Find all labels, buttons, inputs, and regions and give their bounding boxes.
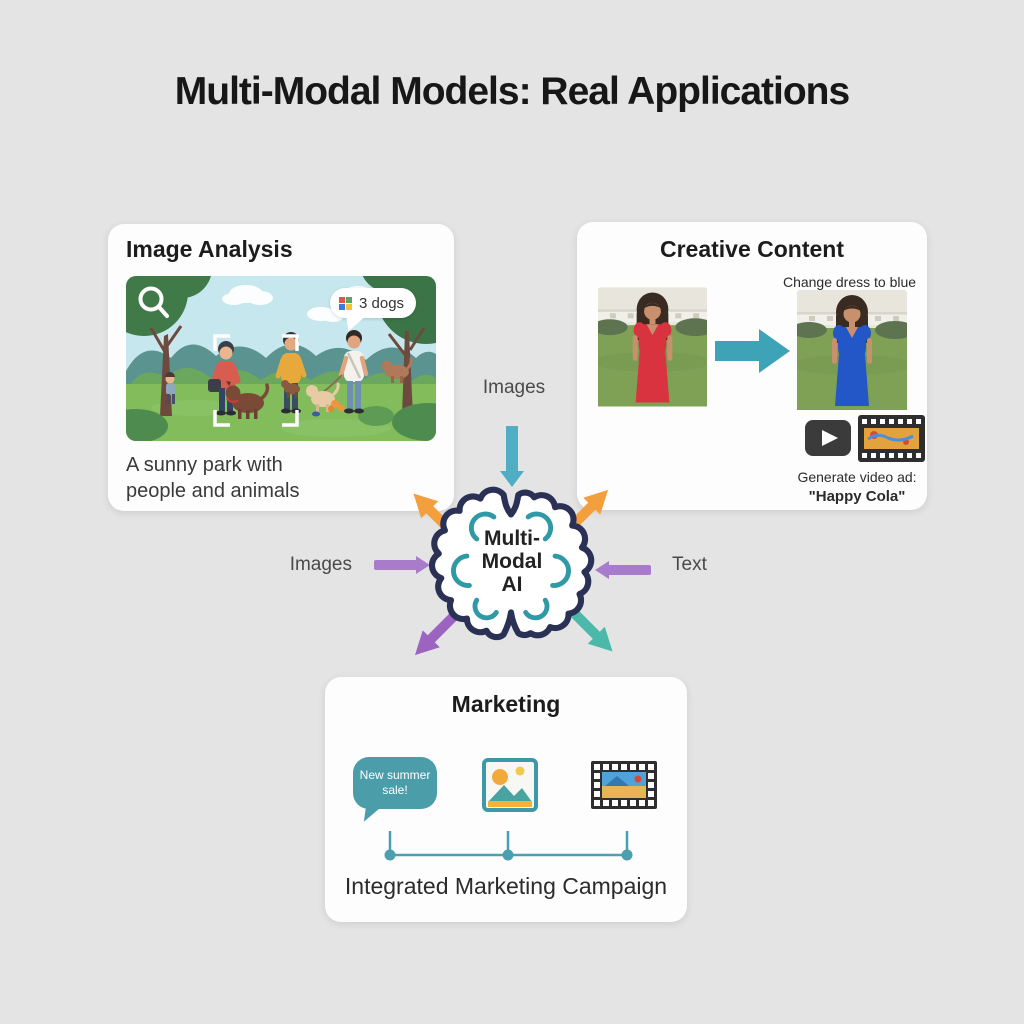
play-icon — [805, 420, 851, 461]
arrow-down-right-icon — [560, 602, 623, 665]
photo-woman-red-dress — [598, 287, 707, 412]
image-frame-icon — [482, 758, 538, 817]
detection-badge-label: 3 dogs — [359, 294, 405, 312]
photo-woman-blue-dress — [797, 290, 907, 415]
speech-bubble-icon: New summer sale! — [353, 757, 437, 809]
hub-label: Multi- Modal AI — [481, 527, 543, 596]
marketing-title: Marketing — [451, 691, 561, 717]
marketing-caption: Integrated Marketing Campaign — [344, 873, 668, 899]
card-marketing: Marketing New summer sale! — [325, 677, 687, 922]
edit-prompt-label: Change dress to blue — [782, 274, 917, 290]
timeline — [384, 831, 633, 861]
arrow-down-left-icon — [402, 602, 465, 665]
arrow-down-icon — [499, 426, 525, 493]
flow-label-text-right: Text — [672, 554, 707, 575]
card-creative-content: Creative Content Change dress to blue — [577, 222, 927, 510]
magnifier-icon — [138, 286, 169, 318]
color-grid-icon — [339, 296, 352, 310]
arrow-right-icon — [374, 556, 430, 579]
card-image-analysis: Image Analysis — [108, 224, 454, 511]
detection-badge: 3 dogs — [330, 288, 417, 318]
speech-bubble-tail — [363, 803, 383, 825]
flow-label-images-left: Images — [289, 554, 352, 575]
generate-video-caption: Generate video ad: "Happy Cola" — [797, 469, 917, 505]
image-analysis-title: Image Analysis — [126, 236, 293, 262]
film-strip-icon — [858, 415, 925, 467]
transform-arrow-icon — [715, 328, 791, 379]
focus-brackets — [213, 334, 299, 427]
brain-icon — [428, 486, 595, 641]
image-analysis-caption: A sunny park with people and animals — [126, 454, 300, 502]
film-strip-icon — [591, 761, 657, 814]
flow-label-images-top: Images — [482, 377, 546, 398]
page-title: Multi-Modal Models: Real Applications — [174, 70, 850, 113]
badge-tail — [342, 314, 364, 334]
creative-content-title: Creative Content — [659, 236, 845, 262]
arrow-left-icon — [595, 556, 651, 579]
